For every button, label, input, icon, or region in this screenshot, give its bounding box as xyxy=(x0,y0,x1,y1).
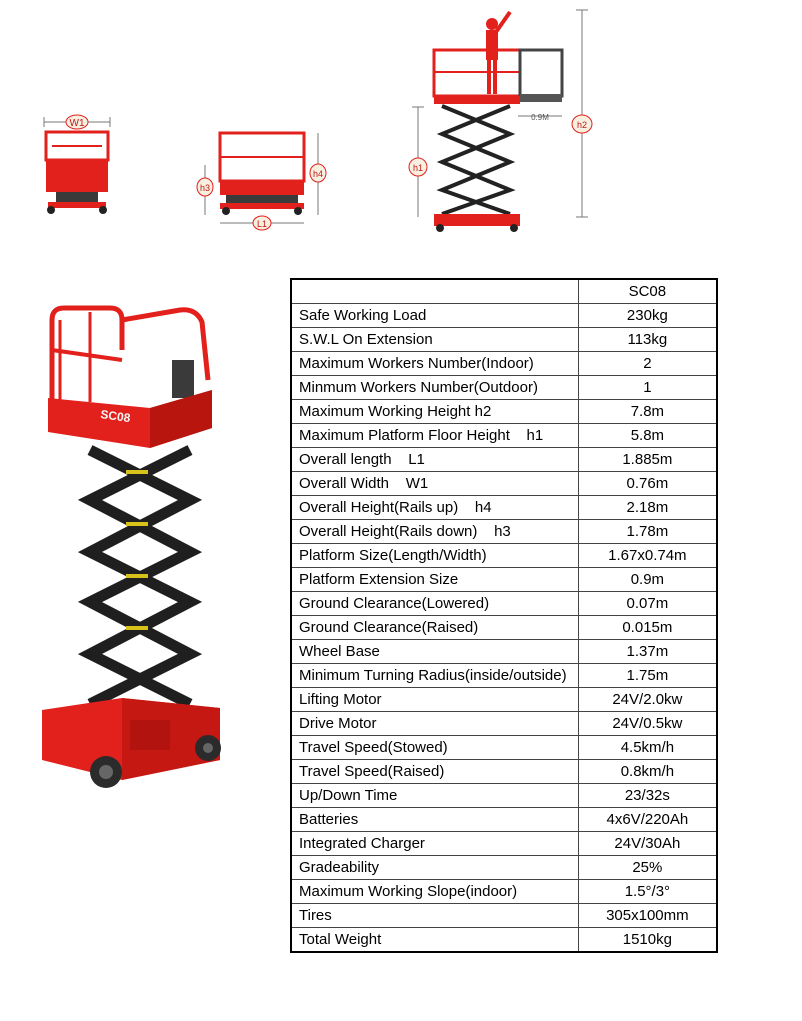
spec-value: 2 xyxy=(577,351,718,376)
spec-value: 5.8m xyxy=(577,423,718,448)
spec-label: Tires xyxy=(290,903,579,928)
spec-value: 0.015m xyxy=(577,615,718,640)
table-row: Platform Size(Length/Width)1.67x0.74m xyxy=(290,543,718,568)
spec-value: 25% xyxy=(577,855,718,880)
spec-value: 113kg xyxy=(577,327,718,352)
h1-label: h1 xyxy=(413,163,423,173)
h4-label: h4 xyxy=(313,169,323,179)
spec-value: 1.37m xyxy=(577,639,718,664)
table-row: Minimum Turning Radius(inside/outside)1.… xyxy=(290,663,718,688)
spec-value: 0.8km/h xyxy=(577,759,718,784)
table-row: Maximum Working Slope(indoor)1.5°/3° xyxy=(290,879,718,904)
spec-value: 23/32s xyxy=(577,783,718,808)
spec-label: Maximum Workers Number(Indoor) xyxy=(290,351,579,376)
l1-label: L1 xyxy=(257,219,267,229)
spec-value: 1.885m xyxy=(577,447,718,472)
table-row: Travel Speed(Stowed)4.5km/h xyxy=(290,735,718,760)
table-row: Travel Speed(Raised)0.8km/h xyxy=(290,759,718,784)
spec-value: 0.07m xyxy=(577,591,718,616)
spec-label: Minmum Workers Number(Outdoor) xyxy=(290,375,579,400)
table-header-row: SC08 xyxy=(290,278,718,304)
header-label-cell xyxy=(290,278,579,304)
product-photo: SC08 xyxy=(42,305,221,788)
spec-value: 7.8m xyxy=(577,399,718,424)
front-view-diagram: W1 xyxy=(43,114,111,214)
spec-value: 1.78m xyxy=(577,519,718,544)
spec-value: 0.76m xyxy=(577,471,718,496)
spec-value: 4x6V/220Ah xyxy=(577,807,718,832)
h2-label: h2 xyxy=(577,120,587,130)
spec-value: 1.75m xyxy=(577,663,718,688)
spec-label: Gradeability xyxy=(290,855,579,880)
w1-label: W1 xyxy=(70,118,85,129)
spec-label: Travel Speed(Raised) xyxy=(290,759,579,784)
spec-value: 305x100mm xyxy=(577,903,718,928)
spec-value: 1510kg xyxy=(577,927,718,953)
spec-label: Ground Clearance(Lowered) xyxy=(290,591,579,616)
spec-label: Up/Down Time xyxy=(290,783,579,808)
spec-label: Minimum Turning Radius(inside/outside) xyxy=(290,663,579,688)
spec-value: 230kg xyxy=(577,303,718,328)
spec-label: Overall Height(Rails up) h4 xyxy=(290,495,579,520)
spec-label: Drive Motor xyxy=(290,711,579,736)
table-row: Maximum Workers Number(Indoor)2 xyxy=(290,351,718,376)
header-model-cell: SC08 xyxy=(577,278,718,304)
side-view-diagram: h3 h4 L1 xyxy=(196,131,327,231)
spec-label: Lifting Motor xyxy=(290,687,579,712)
photo-model-label: SC08 xyxy=(100,407,132,425)
spec-label: S.W.L On Extension xyxy=(290,327,579,352)
spec-value: 2.18m xyxy=(577,495,718,520)
spec-label: Maximum Working Slope(indoor) xyxy=(290,879,579,904)
table-row: Minmum Workers Number(Outdoor)1 xyxy=(290,375,718,400)
spec-label: Total Weight xyxy=(290,927,579,953)
spec-label: Overall Width W1 xyxy=(290,471,579,496)
spec-label: Platform Size(Length/Width) xyxy=(290,543,579,568)
spec-label: Batteries xyxy=(290,807,579,832)
spec-label: Wheel Base xyxy=(290,639,579,664)
spec-label: Overall length L1 xyxy=(290,447,579,472)
spec-label: Maximum Working Height h2 xyxy=(290,399,579,424)
table-row: Ground Clearance(Raised)0.015m xyxy=(290,615,718,640)
spec-label: Integrated Charger xyxy=(290,831,579,856)
spec-value: 1 xyxy=(577,375,718,400)
spec-value: 24V/2.0kw xyxy=(577,687,718,712)
table-row: Ground Clearance(Lowered)0.07m xyxy=(290,591,718,616)
spec-value: 24V/30Ah xyxy=(577,831,718,856)
spec-label: Platform Extension Size xyxy=(290,567,579,592)
spec-label: Travel Speed(Stowed) xyxy=(290,735,579,760)
spec-label: Ground Clearance(Raised) xyxy=(290,615,579,640)
raised-view-diagram: h2 h1 0.9M xyxy=(408,9,593,232)
spec-label: Maximum Platform Floor Height h1 xyxy=(290,423,579,448)
spec-label: Safe Working Load xyxy=(290,303,579,328)
extension-label: 0.9M xyxy=(531,113,549,122)
spec-value: 0.9m xyxy=(577,567,718,592)
spec-value: 1.67x0.74m xyxy=(577,543,718,568)
spec-value: 1.5°/3° xyxy=(577,879,718,904)
spec-value: 24V/0.5kw xyxy=(577,711,718,736)
h3-label: h3 xyxy=(200,183,210,193)
spec-value: 4.5km/h xyxy=(577,735,718,760)
spec-label: Overall Height(Rails down) h3 xyxy=(290,519,579,544)
